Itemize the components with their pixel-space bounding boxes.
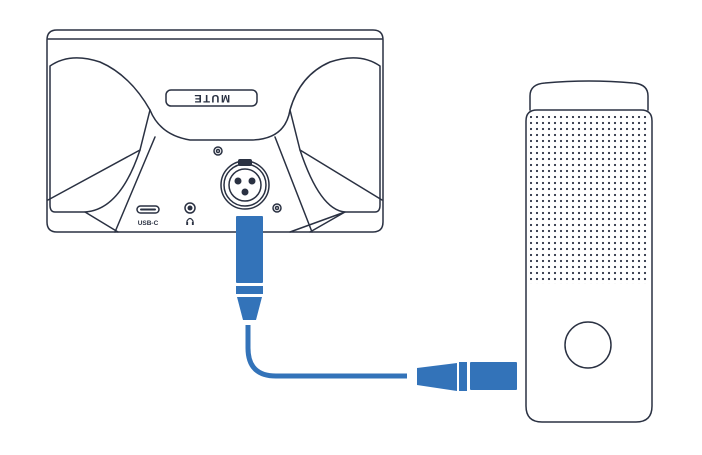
mute-label: MUTE (193, 92, 230, 104)
xlr-connector-male (417, 362, 517, 391)
headphones-icon (186, 217, 194, 225)
microphone (525, 80, 653, 423)
left-foot (49, 57, 151, 213)
xlr-input-jack[interactable] (213, 146, 282, 213)
usb-c-port[interactable]: USB-C (136, 205, 160, 227)
usb-c-label: USB-C (138, 220, 159, 227)
xlr-connector-female (236, 216, 263, 320)
right-foot (289, 57, 381, 213)
microphone-grille (530, 116, 648, 284)
mute-button[interactable]: MUTE (165, 89, 258, 107)
microphone-cap (529, 80, 649, 111)
headphone-jack[interactable] (184, 202, 196, 225)
xlr-cable (236, 216, 517, 391)
microphone-button[interactable] (564, 321, 612, 369)
audio-interface: MUTE USB-C (46, 29, 384, 233)
